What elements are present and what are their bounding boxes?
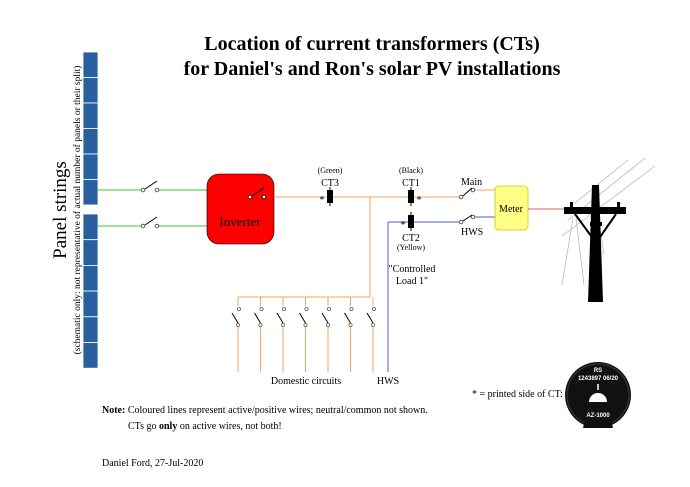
solar-panel: [82, 239, 99, 266]
note-line-2-after: on active wires, not both!: [177, 421, 281, 432]
ct3-name-label: CT3: [321, 178, 339, 189]
ct2: [408, 212, 414, 231]
solar-panel: [82, 342, 99, 369]
panel-string-top: [82, 51, 99, 206]
inverter-box: [206, 173, 275, 245]
solar-panel: [82, 51, 99, 78]
hws-bottom-label: HWS: [377, 376, 399, 387]
ct2-name-label: CT2: [402, 233, 420, 244]
solar-panel: [82, 153, 99, 180]
controlled-load-label-1: "Controlled: [389, 264, 436, 275]
controlled-load-wire: [387, 216, 496, 372]
controlled-load-label-2: Load 1": [396, 276, 428, 287]
domestic-circuit-breakers: [231, 297, 376, 372]
ct1-name-label: CT1: [402, 178, 420, 189]
solar-panel: [82, 290, 99, 318]
circuit-breaker: [299, 297, 309, 372]
note-line-2-before: CTs go: [128, 421, 159, 432]
inverter-switch: [247, 187, 267, 200]
ct2-printed-mark: *: [401, 220, 406, 231]
hws-switch: [458, 214, 476, 225]
circuit-breaker: [366, 297, 376, 372]
main-switch-label: Main: [461, 177, 482, 188]
ct1-printed-mark: *: [417, 195, 422, 206]
circuit-breaker: [344, 297, 354, 372]
note-label: Note:: [102, 405, 125, 416]
ct3: [327, 187, 333, 206]
ct1-color-label: (Black): [399, 166, 423, 175]
note-line-2-bold: only: [159, 421, 177, 432]
ct3-color-label: (Green): [318, 166, 343, 175]
dc-isolator-switch-top: [140, 180, 160, 193]
printed-side-legend: * = printed side of CT:: [472, 389, 563, 400]
meter-box: [494, 185, 529, 231]
note-line-1-text: Coloured lines represent active/positive…: [125, 405, 427, 416]
ct-photo-text-1: RS: [594, 368, 602, 374]
circuit-breaker: [321, 297, 331, 372]
main-switch: [458, 187, 476, 200]
author-credit: Daniel Ford, 27-Jul-2020: [102, 458, 203, 469]
circuit-breaker: [231, 297, 241, 372]
panel-strings-label: Panel strings: [50, 161, 71, 259]
solar-panel: [82, 316, 99, 343]
ct1: [408, 187, 414, 206]
inverter-label: Inverter: [219, 214, 261, 229]
ct-photo-text-2: 1243897 06/20: [578, 376, 619, 382]
solar-panel: [82, 77, 99, 104]
solar-panel: [82, 102, 99, 129]
title-line-1: Location of current transformers (CTs): [204, 33, 540, 55]
circuit-breaker: [276, 297, 286, 372]
solar-panel: [82, 213, 99, 241]
ct3-printed-mark: *: [320, 195, 325, 206]
power-pole-icon: [561, 157, 656, 302]
circuit-breaker: [254, 297, 264, 372]
ct-photo-text-3: AZ-1000: [586, 413, 610, 419]
note-line-2: CTs go only on active wires, not both!: [128, 421, 282, 432]
note-line-1: Note: Coloured lines represent active/po…: [102, 405, 428, 416]
solar-panel: [82, 264, 99, 292]
meter-label: Meter: [499, 204, 524, 215]
panel-strings-sublabel: (schematic only: not representative of a…: [72, 66, 83, 355]
dc-isolator-switch-bottom: [140, 216, 160, 229]
solar-panel: [82, 128, 99, 155]
domestic-circuits-label: Domestic circuits: [271, 376, 341, 387]
title-line-2: for Daniel's and Ron's solar PV installa…: [184, 58, 561, 80]
ct2-color-label: (Yellow): [397, 243, 425, 252]
hws-switch-label: HWS: [461, 227, 483, 238]
panel-string-bottom: [82, 213, 99, 369]
solar-panel: [82, 179, 99, 206]
ct-photo-icon: RS 1243897 06/20 AZ-1000: [565, 362, 631, 428]
ac-wire-orange: [238, 189, 496, 298]
